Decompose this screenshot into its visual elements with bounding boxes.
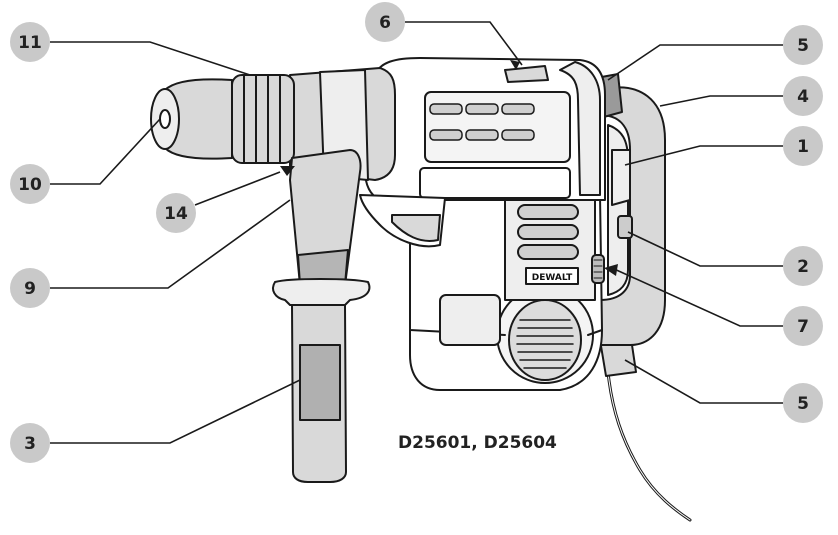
power-cord-inner [607,371,691,521]
leader-5-bottom [624,359,783,404]
callout-7: 7 [783,306,823,346]
callout-5-top: 5 [783,25,823,65]
svg-text:14: 14 [164,204,188,224]
motor-vent-disc [496,286,594,384]
rear-handle [599,86,666,346]
side-handle-grip [272,278,371,306]
callout-2: 2 [783,246,823,286]
callout-6: 6 [365,2,405,42]
callout-5-bottom: 5 [783,383,823,423]
leader-9 [50,199,291,289]
svg-text:5: 5 [797,394,809,414]
side-vent-3 [517,244,579,260]
mid-grip-pad [419,167,571,199]
chuck-collar [231,74,295,164]
svg-text:7: 7 [797,317,809,337]
leader-10 [50,118,161,185]
vent-slots [429,103,535,141]
callout-9: 9 [10,268,50,308]
leader-lines [50,21,783,444]
vent-panel [424,91,571,163]
svg-text:6: 6 [379,13,391,33]
leader-5-top [607,44,783,81]
arrow-14 [280,166,295,176]
svg-text:11: 11 [18,33,42,53]
leader-11 [50,41,251,76]
callout-1: 1 [783,126,823,166]
callout-11: 11 [10,22,50,62]
pointer-arrows [280,60,618,276]
power-cord [606,370,692,522]
top-ridge [504,65,549,83]
base-bump [439,294,501,346]
brand-plate [525,267,579,285]
callout-14: 14 [156,193,196,233]
leader-2 [627,231,783,267]
leader-4 [659,95,783,107]
leader-6 [405,21,523,66]
side-vent-1 [517,204,579,220]
svg-text:4: 4 [797,87,809,107]
arrow-7 [604,264,618,276]
upper-housing-shade [559,61,601,196]
leader-1 [624,145,783,166]
trigger-switch [611,149,631,206]
chuck-bore [159,109,171,129]
callout-4: 4 [783,76,823,116]
hammer-drill-illustration [150,57,692,522]
callout-3: 3 [10,423,50,463]
svg-text:1: 1 [797,137,809,157]
side-vent-2 [517,224,579,240]
svg-text:2: 2 [797,257,809,277]
mode-selector-dial [591,254,605,284]
brand-logo-text: DEWALT [532,273,573,283]
svg-text:3: 3 [24,434,36,454]
callout-10: 10 [10,164,50,204]
svg-text:10: 10 [18,175,42,195]
svg-text:5: 5 [797,36,809,56]
lock-on-button [617,215,633,239]
svg-text:9: 9 [24,279,36,299]
arrow-6 [510,60,520,70]
side-handle-shaft-shade [299,344,341,421]
leader-7 [611,267,783,327]
leader-14 [194,171,281,206]
model-label: D25601, D25604 [398,433,557,453]
housing-chin-shade [391,214,441,242]
leader-3 [50,379,301,444]
